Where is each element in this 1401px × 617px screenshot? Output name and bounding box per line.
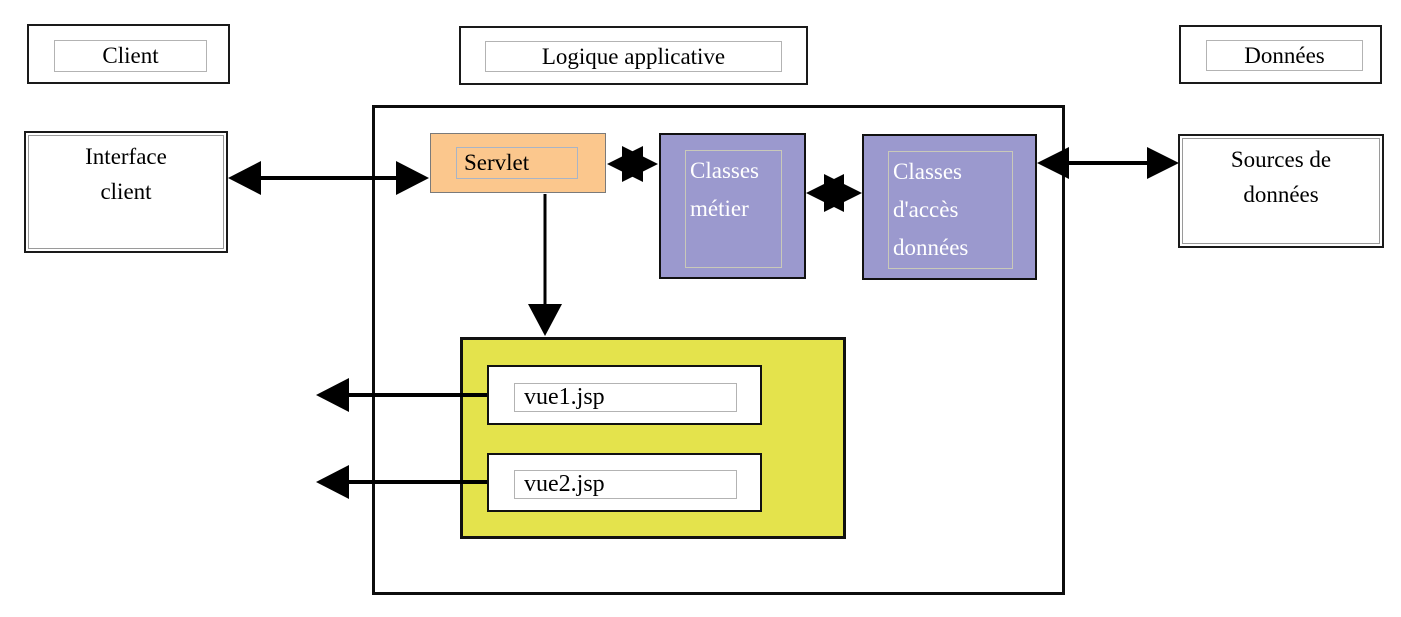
interface-client-label: Interface client xyxy=(85,144,167,204)
interface-client-box: Interface client xyxy=(24,131,228,253)
vue2-label: vue2.jsp xyxy=(514,470,737,499)
servlet-label: Servlet xyxy=(456,147,578,179)
tier-client-label: Client xyxy=(54,40,207,72)
classes-acces-donnees-label: Classes d'accès données xyxy=(888,151,1013,269)
interface-client-inner-frame xyxy=(28,135,224,249)
servlet-box: Servlet xyxy=(430,133,606,193)
classes-metier-label: Classes métier xyxy=(685,150,782,268)
vue1-label: vue1.jsp xyxy=(514,383,737,412)
logic-container-frame xyxy=(372,105,1065,595)
classes-metier-box: Classes métier xyxy=(659,133,806,279)
vue1-box: vue1.jsp xyxy=(487,365,762,425)
sources-donnees-inner-frame xyxy=(1182,138,1380,244)
tier-data-box: Données xyxy=(1179,25,1382,84)
sources-donnees-label: Sources de données xyxy=(1230,147,1332,207)
tier-client-box: Client xyxy=(27,24,230,84)
tier-data-label: Données xyxy=(1206,40,1363,71)
sources-donnees-box: Sources de données xyxy=(1178,134,1384,248)
classes-acces-donnees-box: Classes d'accès données xyxy=(862,134,1037,280)
vue2-box: vue2.jsp xyxy=(487,453,762,512)
tier-logic-label: Logique applicative xyxy=(485,41,782,72)
tier-logic-box: Logique applicative xyxy=(459,26,808,85)
